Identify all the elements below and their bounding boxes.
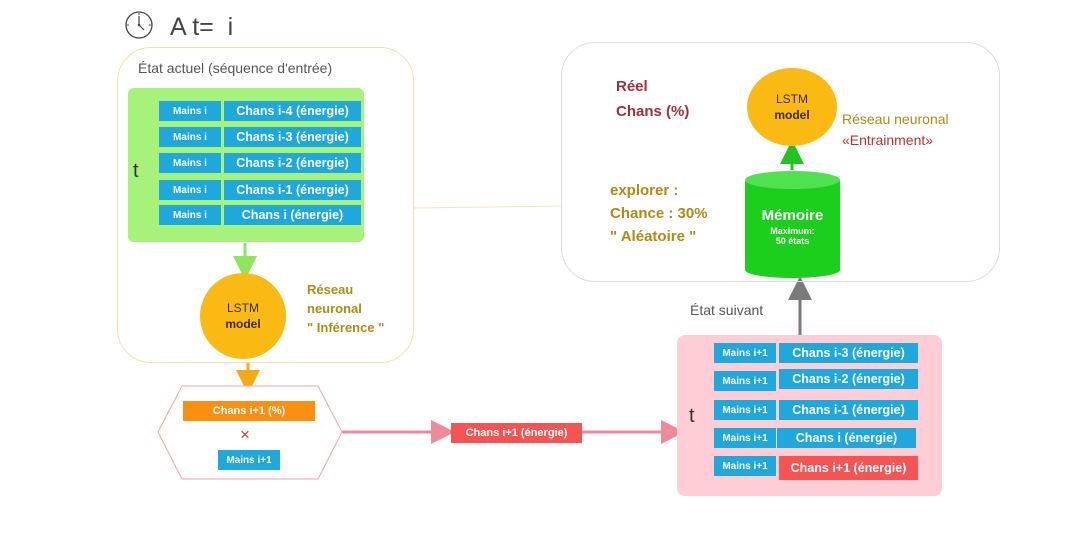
current-state-title: État actuel (séquence d'entrée) xyxy=(138,60,333,76)
training-panel xyxy=(561,42,1000,282)
next-row-2-mains: Mains i+1 xyxy=(714,371,776,391)
next-row-1-chans: Chans i-3 (énergie) xyxy=(779,343,918,363)
current-row-4-mains: Mains i xyxy=(159,180,221,200)
next-row-4-mains: Mains i+1 xyxy=(714,428,776,448)
memory-max-line1: Maximum: xyxy=(770,226,815,236)
current-state-panel xyxy=(117,47,414,363)
current-row-5-chans: Chans i (énergie) xyxy=(224,205,361,225)
current-row-1-mains: Mains i xyxy=(159,101,221,121)
current-row-3-chans: Chans i-2 (énergie) xyxy=(224,153,361,173)
clock-icon xyxy=(125,11,153,39)
current-row-2-mains: Mains i xyxy=(159,127,221,147)
real-chans-label: Réel Chans (%) xyxy=(616,78,690,120)
current-row-4-chans: Chans i-1 (énergie) xyxy=(224,180,361,200)
current-time-label: t xyxy=(133,160,139,182)
current-row-2-chans: Chans i-3 (énergie) xyxy=(224,127,361,147)
next-state-title: État suivant xyxy=(690,302,764,318)
next-row-3-mains: Mains i+1 xyxy=(714,400,776,420)
output-chans-percent: Chans i+1 (%) xyxy=(183,401,315,421)
lstm-inference-line1: LSTM xyxy=(226,301,259,315)
next-row-4-chans: Chans i (énergie) xyxy=(777,428,916,448)
training-network-label: Réseau neuronal «Entrainment» xyxy=(842,111,949,148)
output-mains: Mains i+1 xyxy=(218,450,280,470)
lstm-inference-node: LSTM model xyxy=(200,273,286,359)
next-row-5-chans: Chans i+1 (énergie) xyxy=(779,456,918,480)
memory-max-line2: 50 états xyxy=(775,236,810,246)
current-row-5-mains: Mains i xyxy=(159,205,221,225)
memory-title: Mémoire xyxy=(761,207,824,224)
inference-network-label: Réseau neuronal " Inférence " xyxy=(307,282,385,335)
next-time-label: t xyxy=(689,405,695,427)
result-chans-energy: Chans i+1 (énergie) xyxy=(451,423,582,443)
current-row-3-mains: Mains i xyxy=(159,153,221,173)
lstm-training-line2: model xyxy=(774,108,810,122)
lstm-training-node: LSTM model xyxy=(747,68,837,146)
lstm-inference-line2: model xyxy=(225,317,261,331)
next-row-3-chans: Chans i-1 (énergie) xyxy=(779,400,918,420)
lstm-training-line1: LSTM xyxy=(775,92,808,106)
next-row-5-mains: Mains i+1 xyxy=(714,456,776,476)
exploration-label: explorer : Chance : 30% " Aléatoire " xyxy=(610,182,708,245)
memory-cylinder xyxy=(745,171,840,278)
multiply-operator: × xyxy=(240,425,250,444)
memory-label: Mémoire Maximum: 50 états xyxy=(745,207,840,246)
page-title: A t= i xyxy=(170,13,234,41)
current-row-1-chans: Chans i-4 (énergie) xyxy=(224,101,361,121)
panel-link xyxy=(412,205,563,209)
next-row-1-mains: Mains i+1 xyxy=(714,343,776,363)
next-row-2-chans: Chans i-2 (énergie) xyxy=(779,369,918,389)
